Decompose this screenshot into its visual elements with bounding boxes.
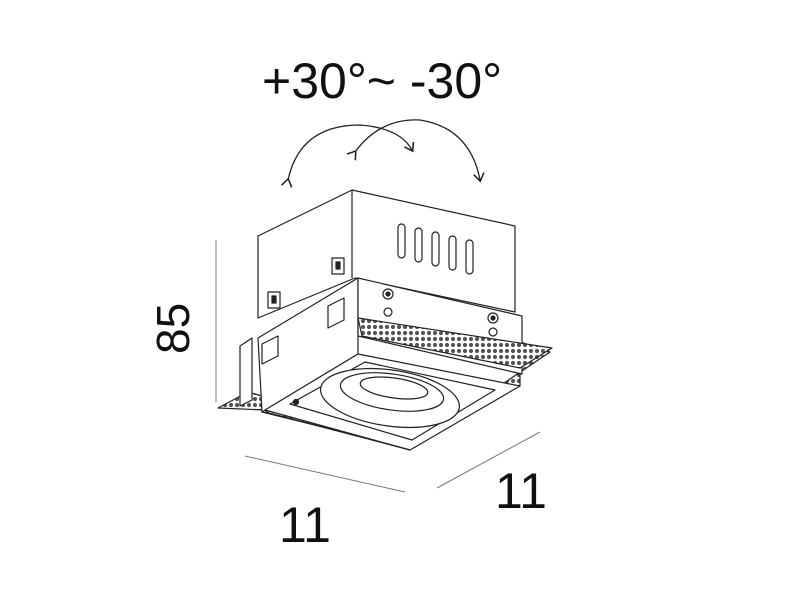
side-width-dimension-label: 11 — [495, 463, 547, 519]
tilt-arrow-icon — [288, 124, 412, 180]
front-width-dimension-label: 11 — [279, 497, 331, 553]
tilt-range-label: +30°~ -30° — [262, 53, 503, 109]
side-width-dimension-line — [436, 431, 541, 489]
front-width-dimension-line — [244, 455, 406, 493]
height-dimension-label: 85 — [147, 302, 199, 354]
vent-slots — [397, 223, 474, 275]
fixture-body — [217, 189, 553, 451]
tilt-arrow-icon — [355, 119, 480, 180]
